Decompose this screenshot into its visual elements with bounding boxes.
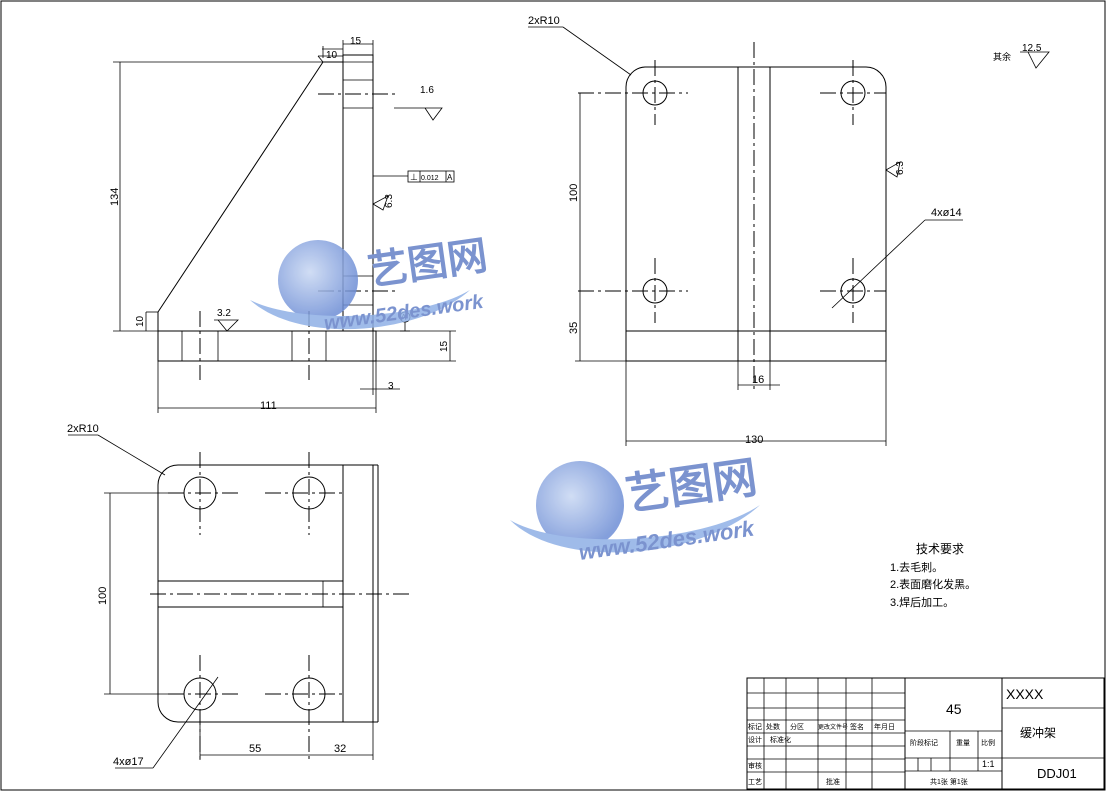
title-label-approve: 批准 <box>826 777 840 786</box>
title-label-stage: 阶段标记 <box>910 738 938 747</box>
front-view <box>113 40 456 413</box>
tolerance-value: 0.012 <box>421 175 439 182</box>
dim-side-radius: 2xR10 <box>528 15 560 27</box>
dim-top-radius: 2xR10 <box>67 423 99 435</box>
dim-front-top-10: 10 <box>326 50 338 61</box>
dim-side-holes: 4xø14 <box>931 207 962 219</box>
top-view <box>68 434 410 769</box>
dim-front-base-15: 15 <box>439 340 450 352</box>
title-label-review: 审核 <box>748 761 762 770</box>
dim-front-width-111: 111 <box>260 400 277 412</box>
dim-top-holes: 4xø17 <box>113 756 144 768</box>
watermark-brand: 艺图网 <box>365 234 490 294</box>
title-drawing-no: DDJ01 <box>1037 766 1077 781</box>
watermark-2 <box>510 461 760 553</box>
title-label-standardize: 标准化 <box>770 735 791 744</box>
watermark-globe-icon <box>536 461 624 549</box>
title-label-sign: 签名 <box>850 722 864 731</box>
finish-side-face: 6.3 <box>895 161 906 175</box>
dim-top-spacing-55: 55 <box>249 743 261 755</box>
dim-side-bottom-35: 35 <box>568 322 580 334</box>
title-label-design: 设计 <box>748 735 762 744</box>
finish-other-value: 12.5 <box>1022 43 1042 54</box>
dim-top-offset-32: 32 <box>334 743 346 755</box>
title-material: 45 <box>946 701 962 717</box>
dim-side-width-130: 130 <box>745 434 763 446</box>
title-label-change-doc: 更改文件号 <box>818 723 848 731</box>
tech-requirement-item: 3.焊后加工。 <box>890 595 954 609</box>
dim-top-height-100: 100 <box>97 587 109 605</box>
title-label-sheet: 共1张 第1张 <box>930 777 968 786</box>
dim-front-gap-3: 3 <box>388 381 394 392</box>
title-label-weight: 重量 <box>956 739 970 747</box>
title-label-ratio: 比例 <box>981 738 995 747</box>
tech-requirement-item: 2.表面磨化发黑。 <box>890 577 976 591</box>
title-label-date: 年月日 <box>874 722 895 731</box>
watermark-globe-icon <box>278 240 358 320</box>
title-label-count: 处数 <box>766 722 780 731</box>
title-company: XXXX <box>1006 686 1044 702</box>
dim-front-top-15: 15 <box>350 36 362 47</box>
watermark-brand: 艺图网 <box>623 453 761 520</box>
title-part-name: 缓冲架 <box>1020 725 1056 740</box>
dim-side-slot-16: 16 <box>752 374 764 386</box>
finish-front-face: 6.3 <box>384 194 395 208</box>
title-label-process: 工艺 <box>748 778 762 786</box>
tech-requirement-item: 1.去毛刺。 <box>890 561 943 574</box>
title-scale: 1:1 <box>982 759 995 769</box>
tolerance-datum: A <box>447 173 453 182</box>
watermark-1 <box>250 240 470 330</box>
finish-front-base: 3.2 <box>217 308 231 319</box>
dim-side-height-100: 100 <box>568 184 580 202</box>
tech-requirements-title: 技术要求 <box>916 542 964 556</box>
title-block <box>746 677 1105 790</box>
finish-front-top: 1.6 <box>420 85 434 96</box>
title-label-mark: 标记 <box>748 722 762 731</box>
dim-front-bottom-10: 10 <box>135 315 146 327</box>
title-label-zone: 分区 <box>790 722 804 731</box>
dim-front-height-134: 134 <box>109 188 121 206</box>
tolerance-symbol: ⊥ <box>410 172 418 182</box>
side-view <box>528 26 1050 446</box>
finish-other-label: 其余 <box>993 51 1011 62</box>
